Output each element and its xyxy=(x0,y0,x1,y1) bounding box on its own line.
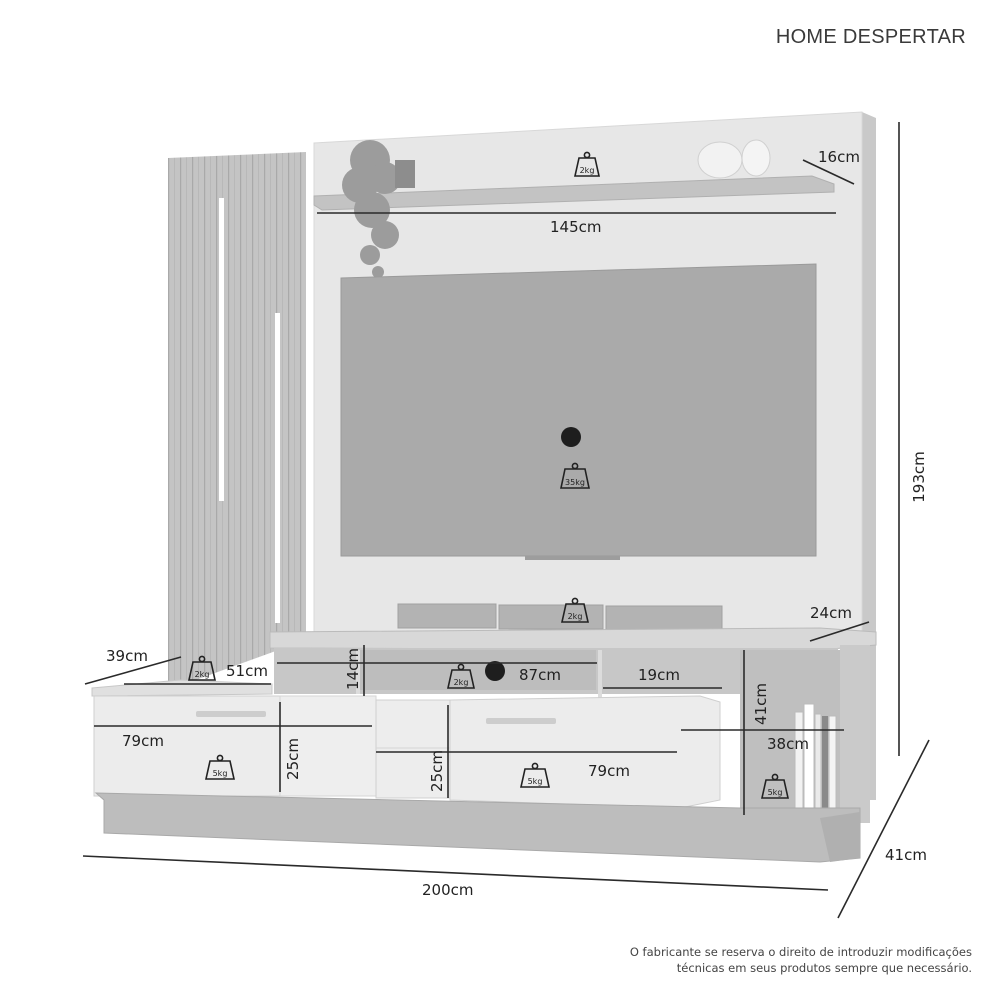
weight-icon-right-niche xyxy=(761,773,789,799)
weight-icon-left-drawer xyxy=(205,754,235,780)
vase-1 xyxy=(697,141,743,179)
dim-shelf-width: 145cm xyxy=(550,218,602,236)
kg-label: 35kg xyxy=(565,478,585,487)
kg-label: 2kg xyxy=(454,678,469,687)
drawer-handle-left xyxy=(196,711,266,717)
dim-niche-width: 87cm xyxy=(519,666,561,684)
plant-decor xyxy=(342,140,415,278)
dim-total-width: 200cm xyxy=(422,881,474,899)
panel-side xyxy=(862,112,876,800)
books xyxy=(794,703,837,817)
kg-label: 5kg xyxy=(768,788,783,797)
vase-2 xyxy=(741,139,771,177)
kg-label: 2kg xyxy=(568,612,583,621)
dim-niche-height: 14cm xyxy=(343,648,362,690)
dim-right-drawer-width: 79cm xyxy=(588,762,630,780)
dim-shelf-depth: 16cm xyxy=(818,148,860,166)
dim-total-depth: 41cm xyxy=(885,846,927,864)
tv-stand xyxy=(525,556,620,560)
dim-left-top-depth: 39cm xyxy=(106,647,148,665)
disclaimer: O fabricante se reserva o direito de int… xyxy=(630,944,972,976)
product-title: HOME DESPERTAR xyxy=(775,26,966,48)
weight-icon-niche xyxy=(447,663,475,689)
led-strip-1 xyxy=(219,198,224,501)
rack-top xyxy=(269,627,877,651)
left-top xyxy=(91,679,273,697)
weight-icons xyxy=(188,151,789,799)
dim-right-niche-height: 41cm xyxy=(751,683,770,725)
dim-total-height: 193cm xyxy=(909,451,928,503)
dimension-lines xyxy=(82,122,930,919)
disclaimer-line-1: O fabricante se reserva o direito de int… xyxy=(629,945,972,959)
weight-icon-right-drawer xyxy=(520,762,550,788)
top-shelf xyxy=(313,175,835,211)
dim-left-top-width: 51cm xyxy=(226,662,268,680)
kg-label: 5kg xyxy=(213,769,228,778)
weight-icon-top-shelf xyxy=(574,151,600,177)
kg-label: 2kg xyxy=(195,670,210,679)
center-drawer xyxy=(375,699,451,799)
dim-small-niche-width: 19cm xyxy=(638,666,680,684)
kg-label: 5kg xyxy=(528,777,543,786)
weight-icon-tv xyxy=(560,462,590,489)
slatted-panel xyxy=(168,152,306,690)
tv-mount-dot xyxy=(561,427,581,447)
led-strip-2 xyxy=(275,313,280,623)
niche-dot xyxy=(485,661,505,681)
soundbar xyxy=(605,605,723,631)
weight-icon-left-top xyxy=(188,655,216,681)
disclaimer-line-2: técnicas em seus produtos sempre que nec… xyxy=(676,961,972,975)
dim-center-drawer-height: 25cm xyxy=(427,750,446,792)
dim-left-drawer-width: 79cm xyxy=(122,732,164,750)
dim-rack-top-depth: 24cm xyxy=(810,604,852,622)
kg-label: 2kg xyxy=(580,166,595,175)
tv-screen xyxy=(340,263,817,557)
dim-right-niche-width: 38cm xyxy=(767,735,809,753)
drawer-handle-right xyxy=(486,718,556,724)
dim-left-drawer-height: 25cm xyxy=(283,738,302,780)
weight-icon-soundbar xyxy=(561,597,589,623)
